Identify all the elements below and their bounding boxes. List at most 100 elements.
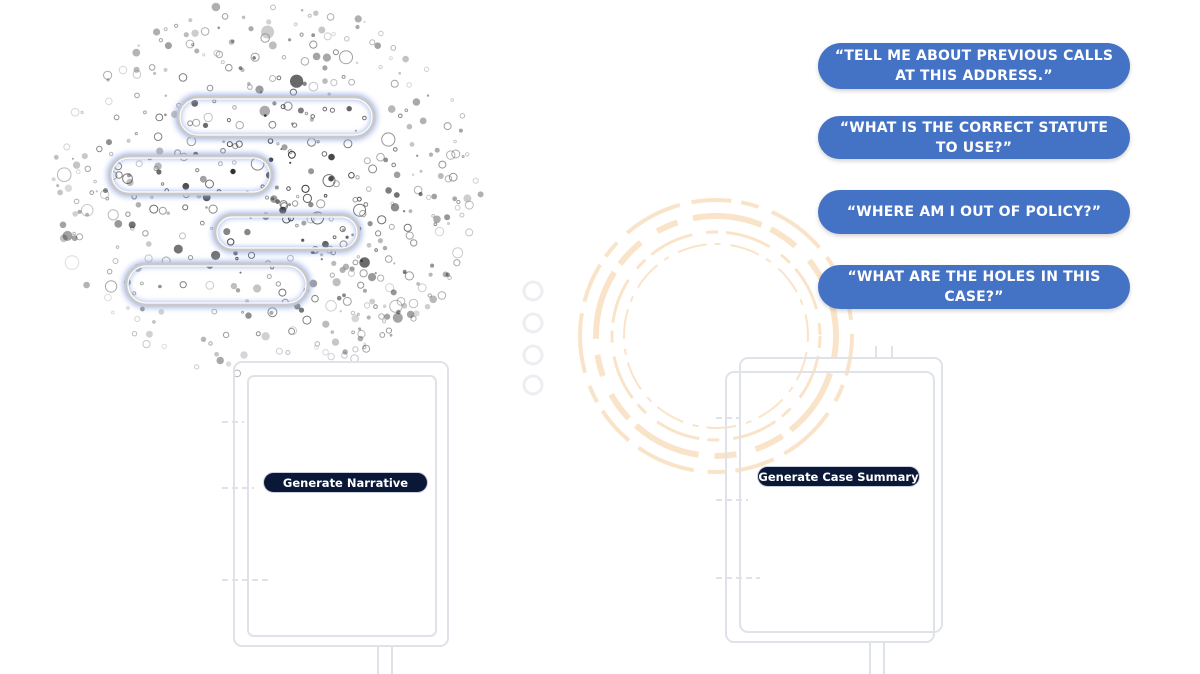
- particle: [261, 332, 270, 341]
- particle: [313, 10, 319, 16]
- particle: [445, 272, 450, 277]
- particle: [126, 306, 130, 310]
- particle: [296, 194, 300, 199]
- chat-capsules: [107, 94, 377, 308]
- particle: [156, 169, 162, 175]
- particle: [260, 33, 271, 43]
- particle: [377, 215, 387, 225]
- particle: [433, 215, 441, 224]
- particle: [200, 336, 207, 342]
- particle: [250, 52, 260, 62]
- particle: [331, 338, 340, 346]
- query-button-policy[interactable]: “WHERE AM I OUT OF POLICY?”: [818, 190, 1130, 234]
- query-button-statute[interactable]: “WHAT IS THE CORRECT STATUTE TO USE?”: [818, 116, 1130, 159]
- particle: [89, 190, 94, 195]
- particle: [239, 271, 242, 274]
- particle: [332, 49, 339, 56]
- particle: [227, 238, 235, 246]
- particle: [453, 259, 461, 267]
- generate-narrative-button[interactable]: Generate Narrative: [264, 473, 427, 492]
- particle: [128, 221, 136, 229]
- particle: [302, 81, 307, 87]
- particle: [448, 172, 458, 182]
- particle: [408, 298, 419, 309]
- particle: [220, 60, 225, 65]
- particle: [299, 32, 304, 37]
- particle: [208, 341, 213, 346]
- particle: [311, 33, 316, 38]
- particle: [431, 214, 436, 218]
- particle: [376, 152, 385, 162]
- particle: [287, 149, 293, 155]
- particle: [241, 15, 246, 19]
- particle: [122, 173, 133, 185]
- particle: [339, 50, 353, 65]
- chat-capsule-2: [107, 153, 275, 197]
- particle: [205, 206, 208, 209]
- particle: [329, 107, 335, 113]
- particle: [359, 269, 368, 278]
- particle: [178, 73, 188, 82]
- particle: [222, 140, 226, 144]
- particle: [274, 185, 279, 190]
- particle: [314, 345, 319, 350]
- particle: [322, 106, 328, 112]
- particle: [452, 247, 464, 259]
- particle: [354, 15, 362, 23]
- particle: [195, 168, 200, 173]
- particle: [357, 329, 366, 339]
- particle: [362, 288, 367, 293]
- particle: [357, 335, 364, 342]
- particle: [330, 79, 338, 87]
- query-button-previous-calls[interactable]: “TELL ME ABOUT PREVIOUS CALLS AT THIS AD…: [818, 43, 1130, 89]
- particle: [156, 147, 164, 155]
- particle: [191, 29, 199, 37]
- particle: [191, 43, 195, 47]
- particle: [288, 38, 292, 42]
- particle: [327, 352, 335, 361]
- particle: [396, 297, 406, 306]
- particle: [146, 241, 152, 247]
- particle: [412, 98, 421, 106]
- particle: [248, 26, 254, 32]
- chat-capsule-4: [123, 261, 311, 308]
- particle: [328, 153, 335, 161]
- particle: [160, 182, 165, 186]
- particle: [269, 310, 274, 315]
- particle: [323, 193, 328, 198]
- particle: [438, 160, 447, 169]
- particle: [205, 179, 214, 189]
- generate-case-summary-button[interactable]: Generate Case Summary: [758, 467, 919, 486]
- particle: [56, 167, 72, 182]
- particle: [362, 344, 371, 353]
- particle: [153, 71, 157, 75]
- particle: [374, 248, 378, 252]
- particle: [221, 13, 229, 20]
- particle: [115, 171, 123, 179]
- particle: [270, 4, 276, 11]
- particle: [247, 84, 253, 90]
- particle: [390, 45, 397, 51]
- particle: [459, 113, 466, 119]
- particle: [428, 272, 433, 277]
- particle: [447, 275, 452, 281]
- query-button-holes[interactable]: “WHAT ARE THE HOLES IN THIS CASE?”: [818, 265, 1130, 309]
- particle: [192, 118, 201, 127]
- particle: [459, 212, 465, 218]
- particle: [304, 111, 309, 116]
- particle: [320, 258, 323, 261]
- particle: [232, 143, 239, 150]
- particle: [179, 232, 186, 240]
- particle: [423, 66, 430, 73]
- particle: [112, 258, 119, 264]
- particle: [72, 211, 78, 217]
- particle: [378, 313, 385, 320]
- particle: [211, 308, 218, 315]
- particle: [283, 101, 293, 111]
- particle: [385, 283, 395, 293]
- particle: [213, 49, 221, 57]
- particle: [357, 281, 365, 289]
- particle: [417, 283, 427, 293]
- particle: [182, 182, 190, 190]
